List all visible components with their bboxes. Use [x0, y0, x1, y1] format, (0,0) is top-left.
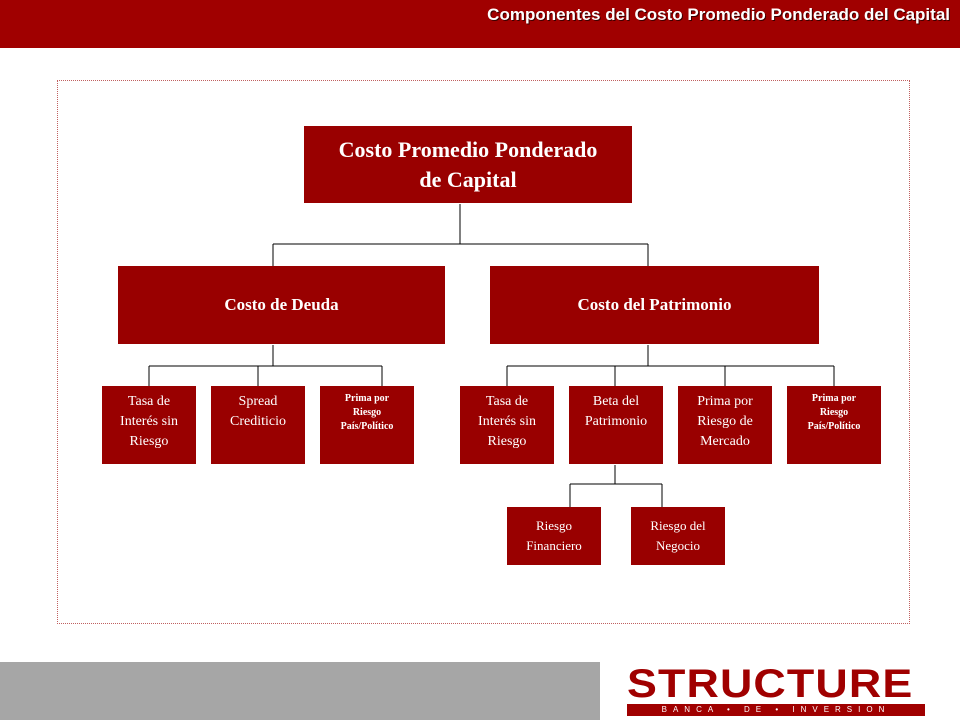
- node-costo-promedio-ponderado: Costo Promedio Ponderado de Capital: [304, 126, 632, 203]
- structure-logo: STRUCTURE BANCA • DE • INVERSION: [627, 662, 927, 718]
- node-text-line: Mercado: [700, 434, 750, 449]
- node-text-line: País/Político: [340, 421, 394, 432]
- node-text-line: Prima por: [344, 393, 390, 404]
- page-title: Componentes del Costo Promedio Ponderado…: [487, 5, 950, 24]
- node-text-line: Riesgo de: [697, 414, 753, 429]
- node-text-line: Financiero: [526, 538, 582, 553]
- node-text-line: Prima por: [697, 394, 753, 409]
- node-text-line: Riesgo: [129, 434, 169, 449]
- header-bar: Componentes del Costo Promedio Ponderado…: [0, 0, 960, 48]
- node-text-line: Crediticio: [230, 414, 286, 429]
- node-text-line: Tasa de: [485, 394, 529, 409]
- node-prima-riesgo-mercado: Prima por Riesgo de Mercado: [678, 386, 772, 464]
- node-costo-del-patrimonio: Costo del Patrimonio: [490, 266, 819, 344]
- node-beta-del-patrimonio: Beta del Patrimonio: [569, 386, 663, 464]
- node-text-line: Riesgo: [487, 434, 527, 449]
- node-text-line: Interés sin: [120, 414, 178, 429]
- node-tasa-interes-sin-riesgo-patrimonio: Tasa de Interés sin Riesgo: [460, 386, 554, 464]
- node-prima-riesgo-pais-patrimonio: Prima por Riesgo País/Político: [787, 386, 881, 464]
- node-prima-riesgo-pais-deuda: Prima por Riesgo País/Político: [320, 386, 414, 464]
- logo-tagline: BANCA • DE • INVERSION: [627, 704, 925, 716]
- node-text-line: de Capital: [419, 166, 517, 192]
- node-text-line: Patrimonio: [584, 414, 648, 429]
- node-text-line: Tasa de: [127, 394, 171, 409]
- node-text-line: Riesgo del: [650, 518, 706, 533]
- node-text-line: Riesgo: [819, 407, 849, 418]
- node-text-line: Beta del: [592, 394, 640, 409]
- node-text-line: Riesgo: [535, 518, 573, 533]
- diagram-frame: [57, 80, 910, 624]
- node-label: Costo del Patrimonio: [577, 295, 732, 314]
- node-riesgo-del-negocio: Riesgo del Negocio: [631, 507, 725, 565]
- node-text-line: Spread: [238, 394, 278, 409]
- node-costo-de-deuda: Costo de Deuda: [118, 266, 445, 344]
- node-text-line: Riesgo: [352, 407, 382, 418]
- logo-wordmark: STRUCTURE: [627, 662, 914, 706]
- node-spread-crediticio: Spread Crediticio: [211, 386, 305, 464]
- node-text-line: Costo Promedio Ponderado: [338, 136, 598, 162]
- node-text-line: País/Político: [807, 421, 861, 432]
- footer-band: [0, 662, 600, 720]
- node-tasa-interes-sin-riesgo-deuda: Tasa de Interés sin Riesgo: [102, 386, 196, 464]
- node-label: Costo de Deuda: [224, 295, 339, 314]
- node-text-line: Negocio: [655, 538, 701, 553]
- node-riesgo-financiero: Riesgo Financiero: [507, 507, 601, 565]
- node-text-line: Interés sin: [478, 414, 536, 429]
- node-text-line: Prima por: [811, 393, 857, 404]
